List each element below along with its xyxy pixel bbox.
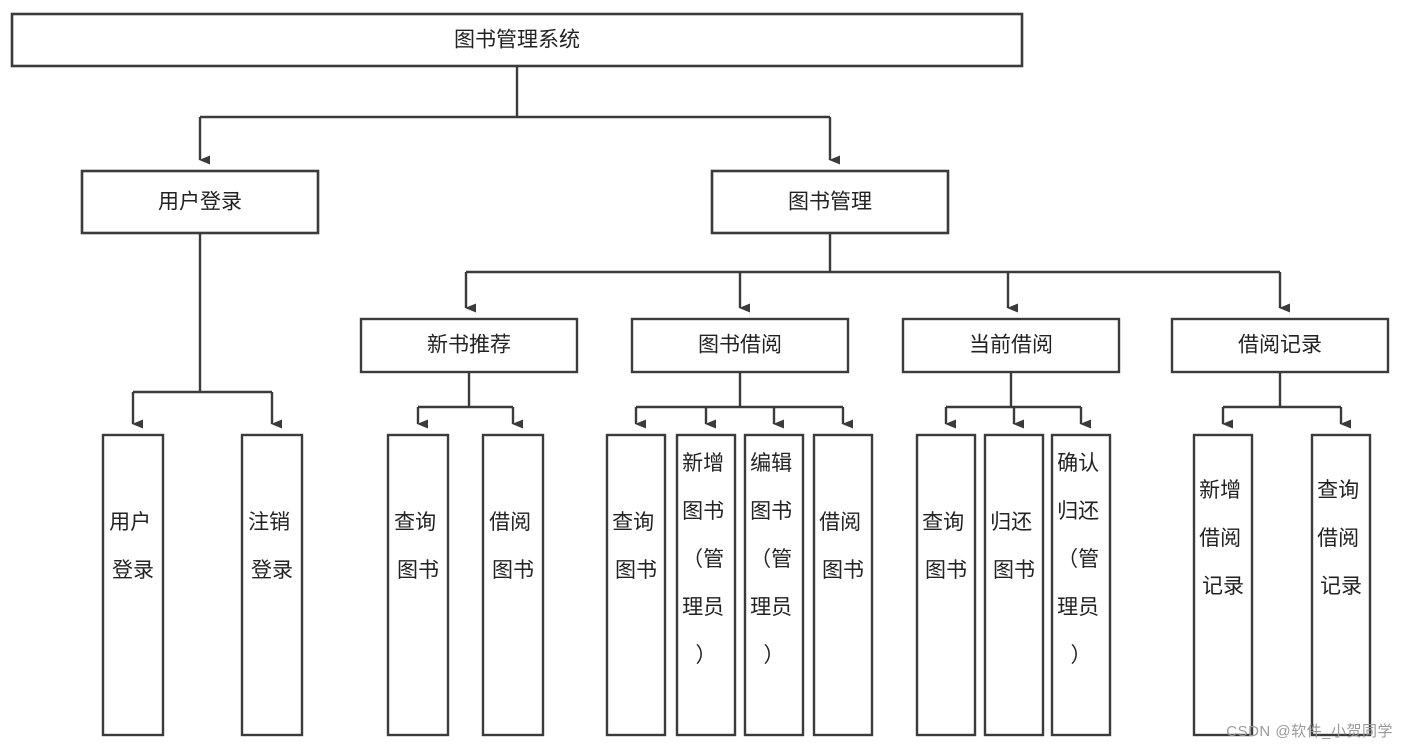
node-leaf-edit-book-admin-box[interactable] bbox=[743, 433, 805, 737]
connector-group-current-borrow bbox=[944, 372, 1091, 429]
node-leaf-query-borrow-record-label: 查询 借阅 记录 bbox=[1317, 479, 1365, 598]
node-root[interactable]: 图书管理系统 bbox=[10, 12, 1024, 68]
node-leaf-borrow-book-rec-label: 借阅 图书 bbox=[489, 511, 537, 582]
node-user-login-label: 用户登录 bbox=[158, 191, 242, 214]
node-leaf-logout-box[interactable] bbox=[240, 433, 304, 737]
node-new-book-recommend[interactable]: 新书推荐 bbox=[359, 317, 579, 374]
node-leaf-query-book-rec-box[interactable] bbox=[386, 433, 450, 737]
node-leaf-return-book-label: 归还 图书 bbox=[990, 511, 1038, 582]
node-leaf-borrow-book-rec-box[interactable] bbox=[481, 433, 545, 737]
node-leaf-user-login-box[interactable] bbox=[101, 433, 165, 737]
node-leaf-borrow-book[interactable]: 借阅 图书 bbox=[812, 433, 874, 737]
node-leaf-confirm-return-admin[interactable]: 确认 归还 （管 理员 ） bbox=[1050, 433, 1112, 737]
node-root-label: 图书管理系统 bbox=[454, 29, 580, 52]
node-user-login-box[interactable] bbox=[80, 169, 320, 235]
node-leaf-return-book-box[interactable] bbox=[983, 433, 1045, 737]
node-leaf-add-book-admin[interactable]: 新增 图书 （管 理员 ） bbox=[675, 433, 737, 737]
node-leaf-query-book-current-box[interactable] bbox=[915, 433, 977, 737]
node-leaf-query-book-borrow-label: 查询 图书 bbox=[612, 511, 660, 582]
connector-group-book-borrow bbox=[634, 372, 853, 429]
node-borrow-record-label: 借阅记录 bbox=[1238, 334, 1322, 357]
node-leaf-query-book-rec-label: 查询 图书 bbox=[394, 511, 442, 582]
node-current-borrow-label: 当前借阅 bbox=[969, 334, 1053, 357]
node-leaf-user-login[interactable]: 用户 登录 bbox=[101, 433, 165, 737]
node-new-book-recommend-box[interactable] bbox=[359, 317, 579, 374]
node-root-box[interactable] bbox=[10, 12, 1024, 68]
node-leaf-add-book-admin-box[interactable] bbox=[675, 433, 737, 737]
node-book-management-box[interactable] bbox=[710, 169, 950, 235]
node-book-borrow-box[interactable] bbox=[630, 317, 850, 374]
node-leaf-borrow-book-label: 借阅 图书 bbox=[819, 511, 867, 582]
node-leaf-query-book-borrow-box[interactable] bbox=[605, 433, 667, 737]
node-borrow-record-box[interactable] bbox=[1170, 317, 1390, 374]
node-leaf-edit-book-admin-label: 编辑 图书 （管 理员 ） bbox=[750, 452, 798, 667]
node-leaf-edit-book-admin[interactable]: 编辑 图书 （管 理员 ） bbox=[743, 433, 805, 737]
node-current-borrow-box[interactable] bbox=[901, 317, 1121, 374]
node-leaf-logout-label: 注销 登录 bbox=[248, 511, 296, 582]
connector-group-user-login bbox=[131, 233, 282, 429]
node-leaf-query-book-borrow[interactable]: 查询 图书 bbox=[605, 433, 667, 737]
node-current-borrow[interactable]: 当前借阅 bbox=[901, 317, 1121, 374]
node-leaf-query-borrow-record-box[interactable] bbox=[1310, 433, 1372, 737]
node-leaf-query-book-current[interactable]: 查询 图书 bbox=[915, 433, 977, 737]
node-borrow-record[interactable]: 借阅记录 bbox=[1170, 317, 1390, 374]
node-book-borrow[interactable]: 图书借阅 bbox=[630, 317, 850, 374]
node-leaf-confirm-return-admin-box[interactable] bbox=[1050, 433, 1112, 737]
connector-group-borrow-record bbox=[1221, 372, 1351, 429]
node-new-book-recommend-label: 新书推荐 bbox=[427, 334, 511, 357]
connector-group-new-book-recommend bbox=[416, 372, 523, 429]
node-leaf-query-borrow-record[interactable]: 查询 借阅 记录 bbox=[1310, 433, 1372, 737]
node-leaf-logout[interactable]: 注销 登录 bbox=[240, 433, 304, 737]
connector-group-book-management bbox=[464, 233, 1290, 313]
node-leaf-borrow-book-rec[interactable]: 借阅 图书 bbox=[481, 433, 545, 737]
node-leaf-query-book-current-label: 查询 图书 bbox=[922, 511, 970, 582]
node-leaf-borrow-book-box[interactable] bbox=[812, 433, 874, 737]
node-user-login[interactable]: 用户登录 bbox=[80, 169, 320, 235]
node-leaf-user-login-label: 用户 登录 bbox=[109, 511, 157, 582]
connector-group-root bbox=[198, 66, 840, 165]
node-leaf-add-borrow-record-label: 新增 借阅 记录 bbox=[1199, 479, 1247, 598]
node-leaf-add-borrow-record[interactable]: 新增 借阅 记录 bbox=[1192, 433, 1254, 737]
node-leaf-return-book[interactable]: 归还 图书 bbox=[983, 433, 1045, 737]
node-leaf-add-book-admin-label: 新增 图书 （管 理员 ） bbox=[682, 452, 730, 667]
node-leaf-query-book-rec[interactable]: 查询 图书 bbox=[386, 433, 450, 737]
node-leaf-add-borrow-record-box[interactable] bbox=[1192, 433, 1254, 737]
node-book-borrow-label: 图书借阅 bbox=[698, 334, 782, 357]
node-book-management-label: 图书管理 bbox=[788, 191, 872, 214]
node-book-management[interactable]: 图书管理 bbox=[710, 169, 950, 235]
node-leaf-confirm-return-admin-label: 确认 归还 （管 理员 ） bbox=[1057, 452, 1105, 667]
